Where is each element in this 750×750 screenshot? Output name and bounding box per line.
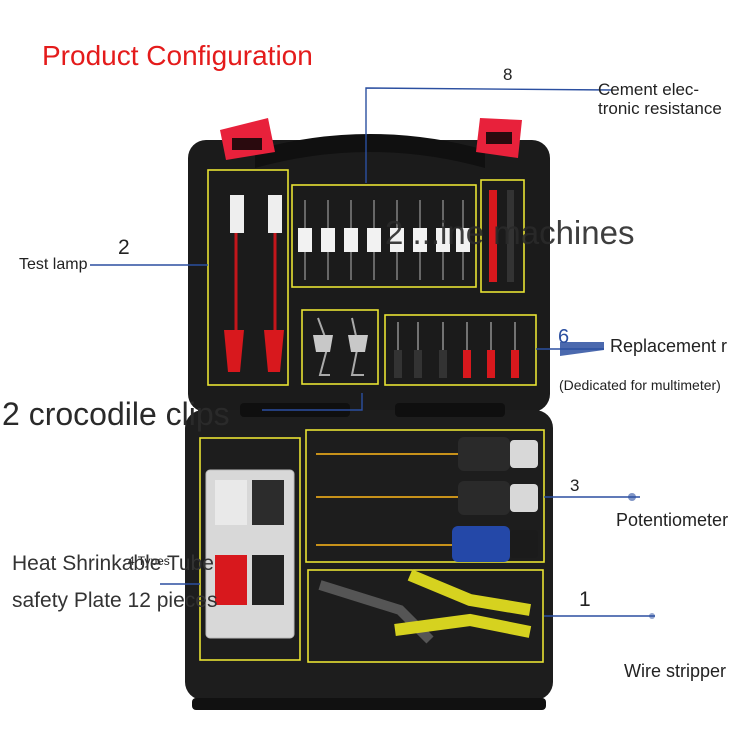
red-probes-compartment — [480, 179, 525, 293]
wire-stripper-label: Wire stripper — [624, 661, 727, 681]
machines-label: 2 ...ine machines — [385, 214, 635, 251]
cement-label-line2: tronic resistance — [598, 99, 722, 118]
heat-shrink-label-line1: Heat Shrinkable Tube — [12, 552, 214, 575]
red-latch-right — [476, 118, 522, 158]
four-types-label: 4 Types — [128, 554, 170, 568]
test-lamp-number: 2 — [118, 236, 130, 259]
potentiometer-label: Potentiometer — [616, 510, 729, 530]
crocodile-label: 2 crocodile clips — [2, 396, 230, 432]
red-latch-left — [220, 118, 275, 160]
test-lamp-compartment — [207, 169, 289, 386]
potentiometer-number: 3 — [570, 476, 580, 495]
wire-stripper-number: 1 — [579, 588, 591, 611]
test-lamp-label: Test lamp — [19, 256, 88, 273]
crocodile-clips-compartment — [301, 309, 379, 385]
heat-shrink-label-line2: safety Plate 12 pieces — [12, 589, 218, 612]
page-title: Product Configuration — [42, 40, 313, 71]
replacement-label: Replacement r — [610, 336, 728, 356]
replacement-number: 6 — [558, 326, 570, 348]
multimeter-pins-compartment — [384, 314, 537, 386]
multimeter-note: (Dedicated for multimeter) — [559, 377, 721, 393]
cement-resistor-compartment — [291, 184, 477, 288]
heat-shrink-box-compartment — [199, 437, 301, 661]
cement-number: 8 — [503, 65, 513, 84]
potentiometer-compartment — [305, 429, 545, 563]
cement-label-line1: Cement elec- — [598, 80, 700, 99]
wire-stripper-compartment — [307, 569, 544, 663]
leader-dots — [560, 342, 655, 619]
